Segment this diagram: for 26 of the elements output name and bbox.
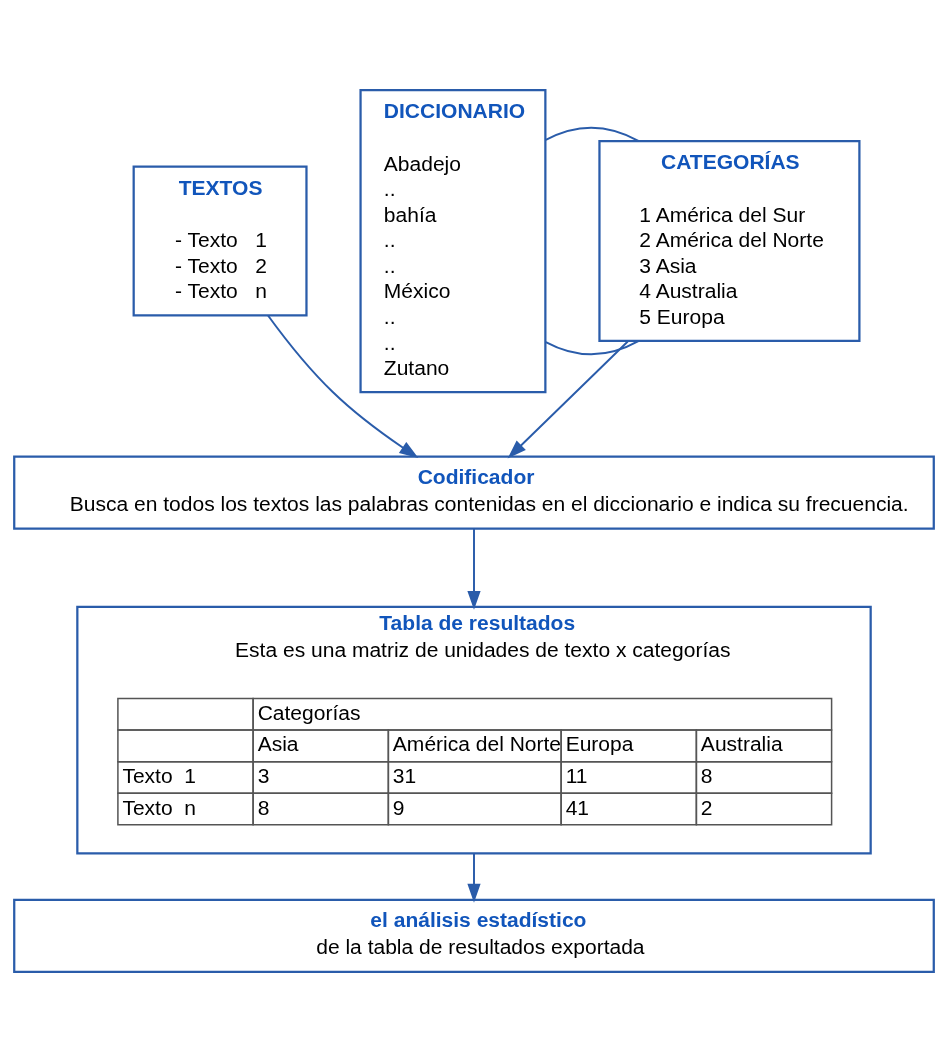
label: 9: [392, 795, 405, 819]
arrow: [507, 340, 629, 459]
connector: [544, 126, 640, 142]
label: Australia: [700, 732, 783, 756]
label: 41: [565, 795, 590, 819]
node-box: CATEGORÍAS 1 América del Sur 2 América del Norte 3 Asia 4 Australia 5 Europa: [598, 139, 861, 343]
arrow: [467, 528, 481, 610]
label: 8: [700, 763, 713, 787]
label: 31: [392, 763, 417, 787]
label: Europa: [565, 732, 634, 756]
label: Categorías: [257, 700, 361, 724]
label: América del Norte: [392, 732, 562, 756]
label: 2: [700, 795, 713, 819]
node-box: DICCIONARIO Abadejo .. bahía .. .. México .. .. Zutano: [359, 88, 547, 394]
label: Texto 1: [122, 763, 197, 787]
label: 8: [257, 795, 270, 819]
label: Texto n: [122, 795, 197, 819]
arrow: [467, 852, 481, 903]
label: 3: [257, 763, 270, 787]
connector: [544, 340, 640, 356]
label: 11: [565, 763, 588, 787]
node-box: el análisis estadístico de la tabla de resultados exportada: [13, 898, 935, 974]
node-box: TEXTOS - Texto 1 - Texto 2 - Texto n: [132, 165, 308, 317]
label: Asia: [257, 732, 299, 756]
node-box: Codificador Busca en todos los textos las palabras contenidas en el diccionario e indica su frecuencia.: [13, 455, 935, 530]
arrow: [267, 314, 419, 458]
